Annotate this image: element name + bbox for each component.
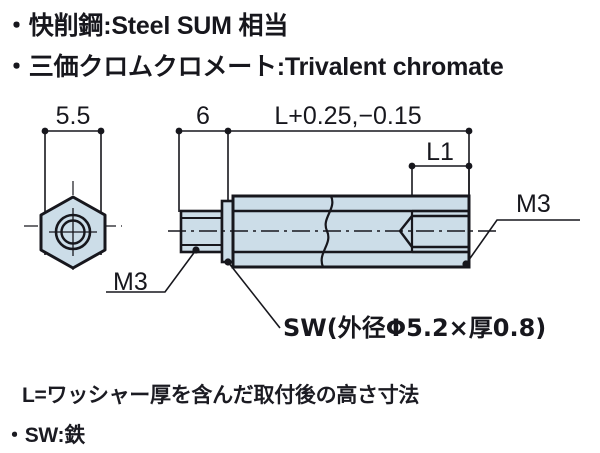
hexagon-end-view: 5.5 — [24, 102, 122, 270]
callout-label-m3-male: M3 — [113, 268, 148, 296]
callout-label-m3-female: M3 — [516, 190, 551, 218]
dim-dot-l1-left — [408, 162, 416, 170]
leader-dot-male-thread — [192, 246, 200, 254]
dim-dot-flats-right — [97, 127, 105, 135]
leader-line-female-thread — [465, 219, 580, 265]
note-sw-material: ・SW:鉄 — [4, 424, 85, 447]
callout-male-thread: M3 — [106, 246, 200, 296]
dim-dot-stud-left — [175, 127, 183, 135]
dim-label-across-flats: 5.5 — [56, 102, 91, 130]
side-section-view: 6 L+0.25,−0.15 L1 — [168, 102, 500, 269]
dim-label-body-length: L+0.25,−0.15 — [274, 102, 421, 130]
note-l-definition: L=ワッシャー厚を含んだ取付後の高さ寸法 — [22, 384, 420, 407]
leader-line-washer — [227, 261, 281, 329]
callout-washer: SW(外径Φ5.2×厚0.8) — [224, 258, 546, 342]
dim-label-thread-depth: L1 — [426, 138, 454, 166]
leader-dot-washer — [224, 258, 232, 266]
leader-line-male-thread — [106, 249, 197, 293]
leader-dot-female-thread — [462, 260, 470, 268]
dim-label-stud-length: 6 — [196, 102, 210, 130]
callout-label-washer: SW(外径Φ5.2×厚0.8) — [283, 314, 546, 342]
dim-dot-body-right — [465, 127, 473, 135]
material-spec-chromate: ・三価クロムクロメート:Trivalent chromate — [4, 53, 504, 81]
callout-female-thread: M3 — [462, 190, 580, 268]
material-spec-steel: ・快削鋼:Steel SUM 相当 — [4, 12, 289, 40]
dim-dot-flats-left — [41, 127, 49, 135]
dim-dot-l1-right — [465, 162, 473, 170]
